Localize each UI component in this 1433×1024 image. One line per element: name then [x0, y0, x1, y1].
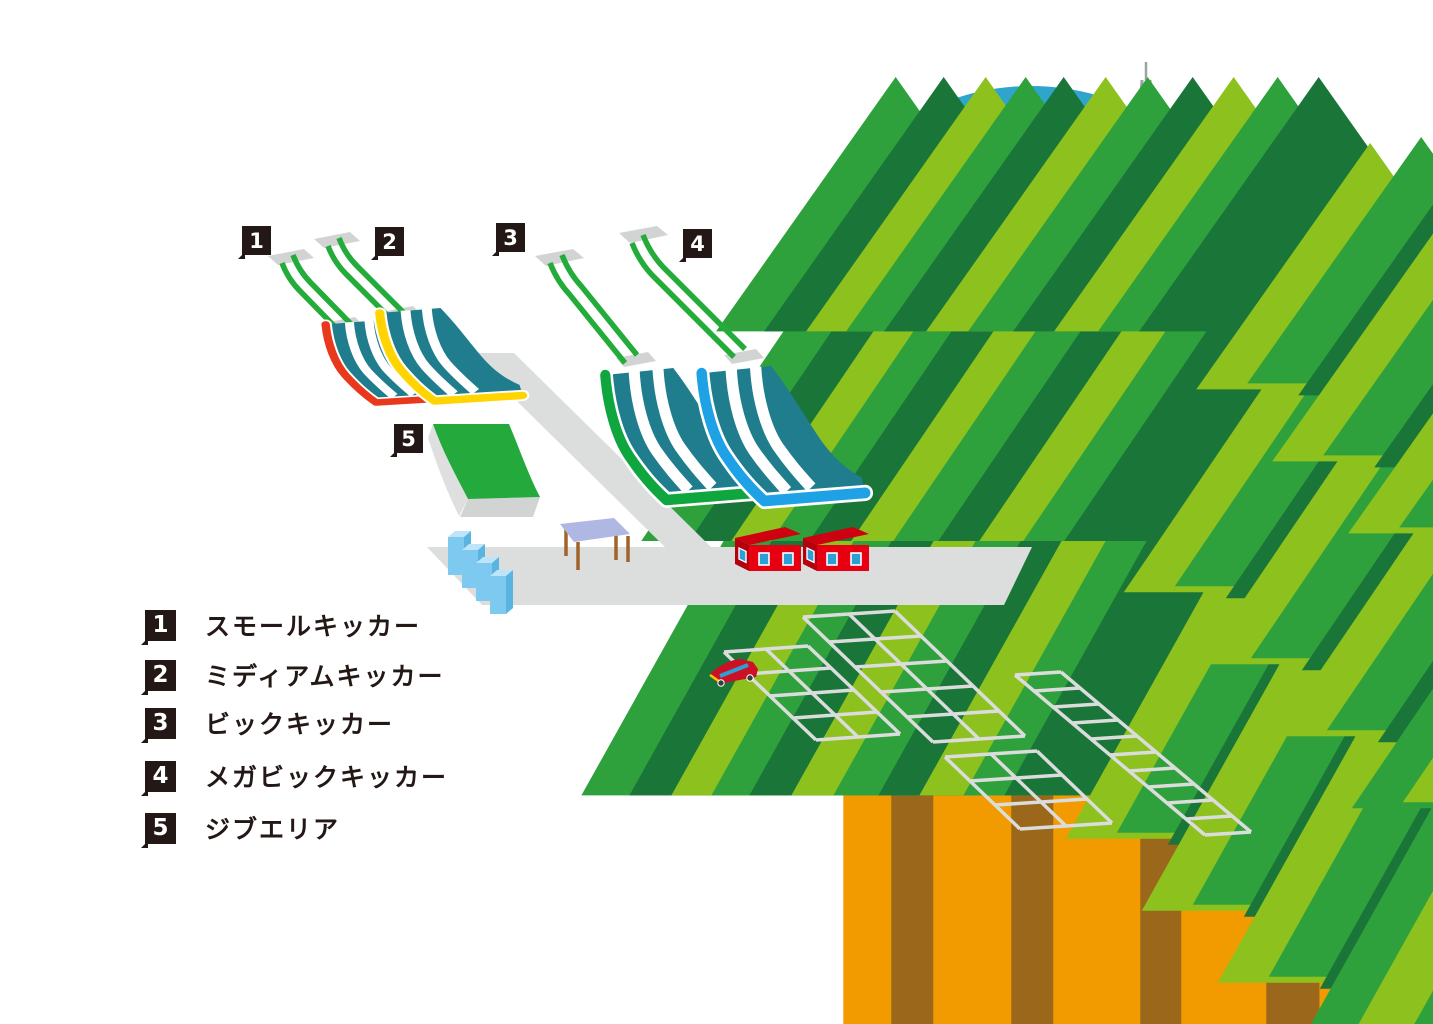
base-area-path	[427, 547, 1032, 605]
legend-badge: 5	[145, 812, 176, 844]
marker-number: 2	[382, 229, 397, 254]
access-path	[468, 353, 712, 548]
marker-number: 4	[690, 231, 705, 256]
marker-number: 5	[401, 426, 416, 451]
parking-grid	[1013, 670, 1253, 837]
car-icon	[709, 659, 758, 687]
legend-badge: 4	[145, 760, 176, 792]
marker-number: 3	[503, 225, 518, 250]
legend-label: ビックキッカー	[205, 711, 395, 739]
legend-label: スモールキッカー	[205, 613, 422, 641]
legend-number: 2	[152, 662, 169, 688]
parking-grid	[801, 609, 1027, 744]
parking-grid	[722, 644, 902, 742]
parking-grid	[943, 749, 1114, 831]
marker-5-jib-area: 5	[394, 424, 423, 453]
marker-2-medium-kicker: 2	[375, 227, 404, 256]
marker-1-small-kicker: 1	[242, 226, 271, 255]
marker-4-mega-big-kicker: 4	[683, 229, 712, 258]
legend-number: 5	[152, 815, 169, 841]
legend-number: 4	[152, 763, 169, 789]
marker-3-big-kicker: 3	[496, 223, 525, 252]
legend-label: ミディアムキッカー	[205, 663, 445, 691]
legend-label: メガビックキッカー	[205, 764, 449, 792]
legend-number: 1	[152, 612, 169, 638]
marker-number: 1	[249, 228, 264, 253]
legend-label: ジブエリア	[205, 816, 341, 844]
legend-badge: 1	[145, 609, 176, 641]
inrun-lines	[279, 233, 747, 365]
legend-badge: 2	[145, 659, 176, 691]
legend-badge: 3	[145, 707, 176, 739]
legend-number: 3	[152, 710, 169, 736]
picnic-table	[560, 518, 630, 570]
jib-ramp	[428, 424, 540, 517]
